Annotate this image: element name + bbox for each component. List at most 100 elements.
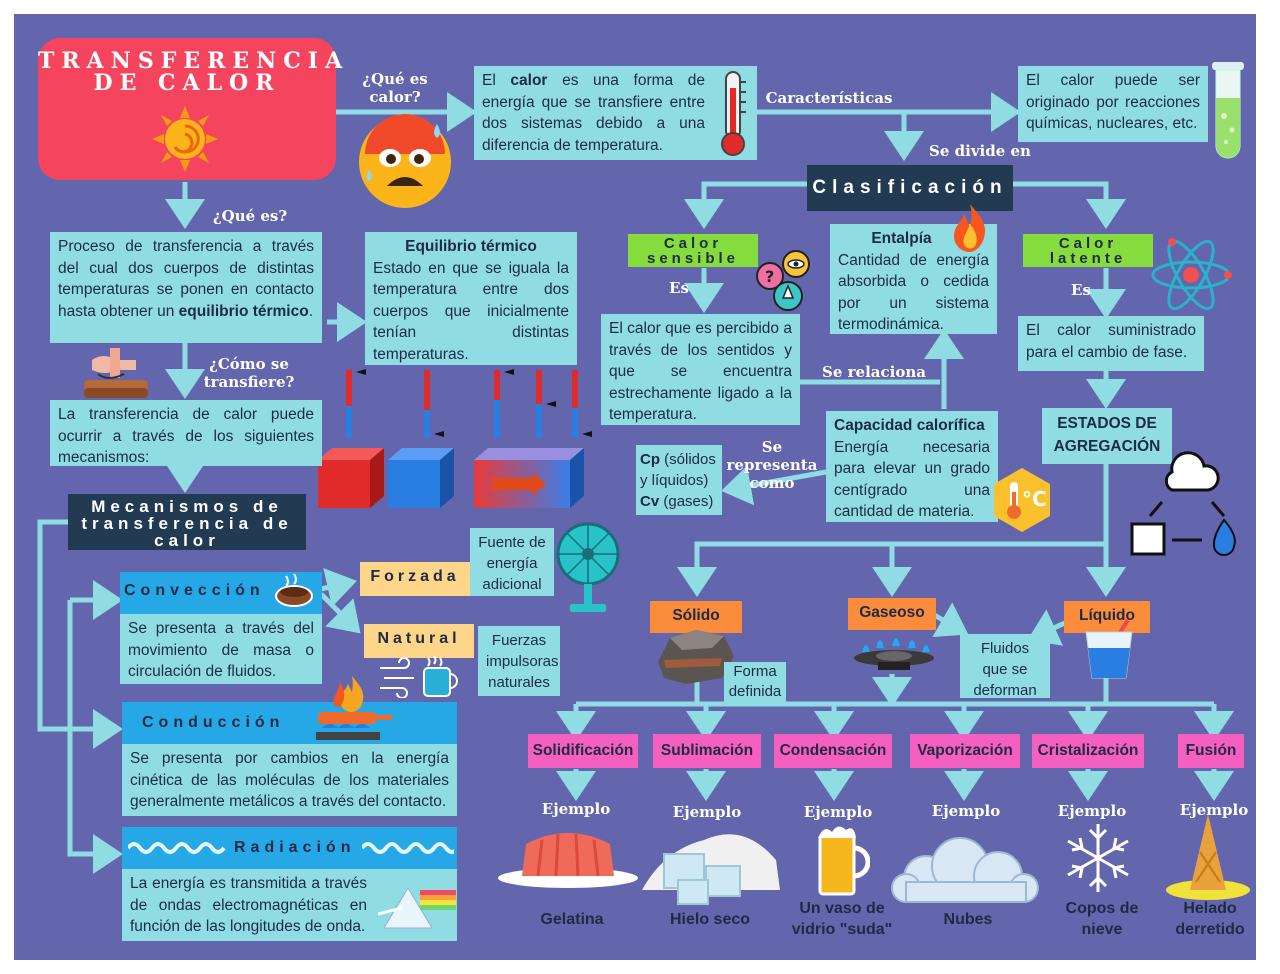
pan-fire-icon xyxy=(316,676,392,740)
liquido-label: Líquido xyxy=(1064,601,1150,633)
cp-text: (sólidos y líquidos) xyxy=(640,451,716,489)
label-es-sensible: Es xyxy=(669,279,689,297)
calor-def-post: es una forma de energía que se transfier… xyxy=(482,72,705,154)
capacidad-box: Capacidad calorífica Energía necesaria p… xyxy=(826,411,998,522)
ice-cream-icon xyxy=(1166,814,1250,900)
label-se-relaciona: Se relaciona xyxy=(822,363,926,381)
calor-def-bold: calor xyxy=(510,72,548,89)
cambio-solidificacion: Solidificación xyxy=(528,734,638,768)
page-title: TRANSFERENCIA DE CALOR xyxy=(38,48,350,96)
test-tube-icon xyxy=(1212,62,1244,159)
cambio-vaporizacion: Vaporización xyxy=(910,734,1020,768)
mecanismos-header: Mecanismos de transferencia de calor xyxy=(68,494,306,550)
cloud-icon xyxy=(891,837,1039,903)
cp-bold: Cp xyxy=(640,451,660,468)
wind-icon xyxy=(380,655,458,698)
entalpia-text: Cantidad de energía absorbida o cedida p… xyxy=(838,251,989,334)
cv-text: (gases) xyxy=(659,493,714,510)
label-como-se-transfiere: ¿Cómo se transfiere? xyxy=(203,355,295,391)
calor-latente-text: El calor suministrado para el cambio de … xyxy=(1018,316,1204,371)
label-que-es: ¿Qué es? xyxy=(212,207,288,225)
beer-icon xyxy=(818,826,870,896)
ejemplo-item-1: Gelatina xyxy=(540,911,604,928)
proceso-post: . xyxy=(308,302,314,320)
wave-icon-right xyxy=(362,842,454,854)
senses-icon: ? xyxy=(756,250,810,311)
tea-icon xyxy=(275,573,313,607)
proceso-pre: Proceso de transferencia a través del cu… xyxy=(58,238,314,320)
infographic-canvas: TRANSFERENCIA DE CALOR ¿Qué es calor? ¿Q… xyxy=(14,14,1256,960)
hot-face-icon xyxy=(359,114,451,208)
capacidad-title: Capacidad calorífica xyxy=(834,417,985,434)
origen-box: El calor puede ser originado por reaccio… xyxy=(1018,66,1208,142)
prism-icon xyxy=(378,887,456,929)
ejemplo-label-6: Ejemplo xyxy=(1179,801,1249,819)
gaseoso-label: Gaseoso xyxy=(848,598,936,630)
ejemplo-label-3: Ejemplo xyxy=(803,803,873,821)
ejemplo-label-1: Ejemplo xyxy=(541,800,611,818)
calor-sensible-text: El calor que es percibido a través de lo… xyxy=(601,314,800,425)
label-caracteristicas: Características xyxy=(765,89,893,107)
rock-icon xyxy=(658,630,734,684)
clasificacion-header: Clasificación xyxy=(807,165,1013,211)
ejemplo-item-2: Hielo seco xyxy=(669,911,751,928)
cambio-condensacion: Condensación xyxy=(774,734,892,768)
cycle-icon xyxy=(1130,451,1236,556)
ejemplo-item-5: Copos de nieve xyxy=(1065,900,1139,938)
forzada-label: Forzada xyxy=(360,562,470,596)
fan-icon xyxy=(556,522,620,612)
heat-blocks-icon xyxy=(318,448,584,508)
capacidad-text: Energía necesaria para elevar un grado c… xyxy=(834,438,990,521)
conveccion-label: Convección xyxy=(124,582,265,599)
radiacion-text: La energía es transmitida a través de on… xyxy=(122,869,457,941)
water-glass-icon xyxy=(1085,618,1133,679)
conduccion-text: Se presenta por cambios en la energía ci… xyxy=(122,744,457,816)
estados-box: ESTADOS DE AGREGACIÓN xyxy=(1042,408,1172,464)
proceso-bold: equilibrio térmico xyxy=(178,302,309,320)
jelly-icon xyxy=(498,833,638,888)
celsius-icon: °C xyxy=(994,468,1050,532)
snowflake-icon xyxy=(1067,824,1129,892)
fire-icon xyxy=(954,204,986,252)
proceso-box: Proceso de transferencia a través del cu… xyxy=(50,232,322,343)
label-se-divide-en: Se divide en xyxy=(929,142,1031,160)
fuerzas-box: Fuerzas impulsoras naturales xyxy=(478,626,560,696)
natural-label: Natural xyxy=(364,624,474,658)
equilibrio-box: Equilibrio térmico Estado en que se igua… xyxy=(365,232,577,365)
entalpia-title: Entalpía xyxy=(871,230,932,247)
radiacion-header: Radiación xyxy=(122,827,457,869)
fluidos-box: Fluidos que se deforman xyxy=(960,634,1050,699)
gas-burner-icon xyxy=(854,638,934,670)
calor-latente-label: Calor latente xyxy=(1023,234,1153,267)
title-card: TRANSFERENCIA DE CALOR xyxy=(38,38,350,180)
conveccion-text: Se presenta a través del movimiento de m… xyxy=(120,614,322,684)
cambio-fusion: Fusión xyxy=(1178,734,1244,768)
equilibrio-title: Equilibrio térmico xyxy=(405,238,537,255)
svg-text:°C: °C xyxy=(1022,487,1047,511)
connector-lines xyxy=(37,92,1234,874)
calor-sensible-label: Calor sensible xyxy=(628,234,758,267)
cp-cv-box: Cp (sólidos y líquidos) Cv (gases) xyxy=(636,445,722,515)
cv-bold: Cv xyxy=(640,493,660,510)
cambio-sublimacion: Sublimación xyxy=(653,734,761,768)
calor-def-pre: El xyxy=(482,72,511,89)
atom-icon xyxy=(1151,238,1232,311)
ejemplo-label-5: Ejemplo xyxy=(1057,802,1127,820)
label-es-latente: Es xyxy=(1071,281,1091,299)
solido-label: Sólido xyxy=(650,601,742,633)
ejemplo-item-4: Nubes xyxy=(943,911,993,928)
thermometer-icon xyxy=(721,71,746,156)
radiacion-label: Radiación xyxy=(232,839,358,857)
conduccion-label: Conducción xyxy=(142,714,285,731)
label-se-representa-como: Se representa como xyxy=(726,438,818,492)
forma-definida-box: Forma definida xyxy=(724,662,786,702)
fuente-box: Fuente de energía adicional xyxy=(470,528,554,596)
calor-definition-box: El calor es una forma de energía que se … xyxy=(474,66,757,160)
ice-icon xyxy=(642,834,780,905)
ejemplo-label-2: Ejemplo xyxy=(672,803,742,821)
label-que-es-calor: ¿Qué es calor? xyxy=(362,70,428,106)
ejemplo-item-6: Helado derretido xyxy=(1175,900,1245,938)
conduccion-header: Conducción xyxy=(122,702,457,744)
ejemplo-label-4: Ejemplo xyxy=(931,802,1001,820)
ejemplo-item-3: Un vaso de vidrio "suda" xyxy=(791,900,893,938)
